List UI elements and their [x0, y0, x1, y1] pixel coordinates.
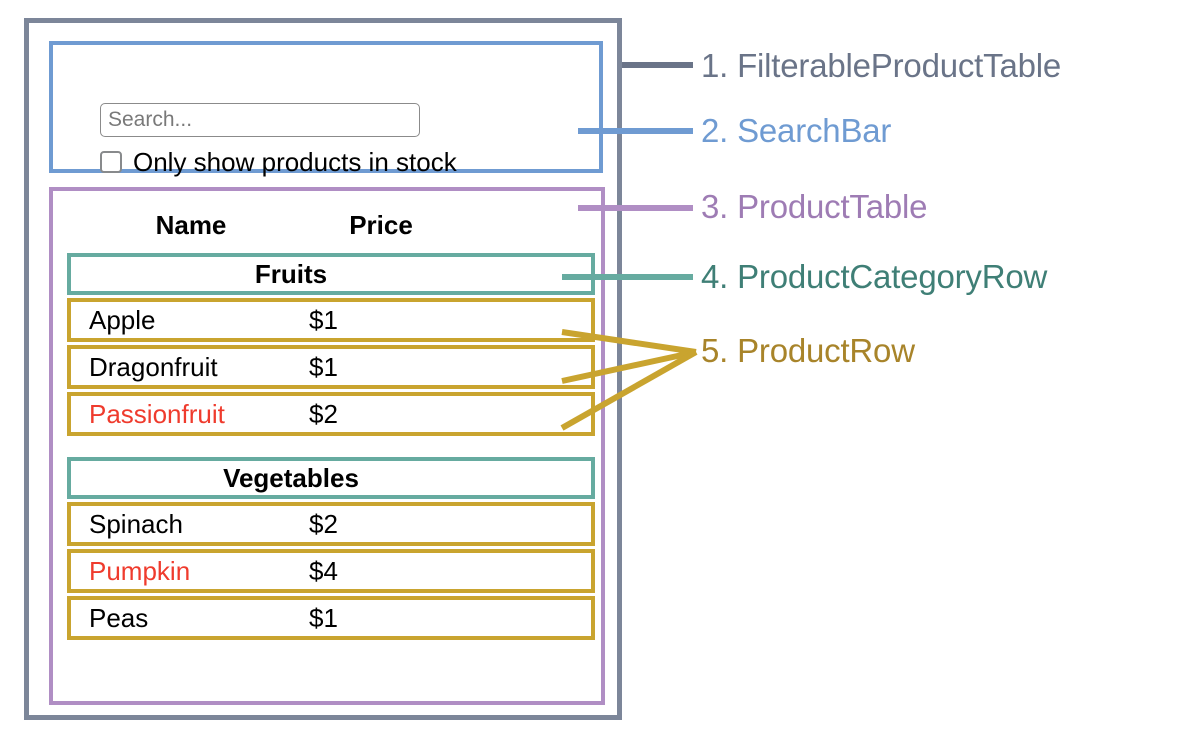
only-in-stock-checkbox-label: Only show products in stock: [133, 147, 457, 177]
product-price: $2: [309, 509, 338, 539]
column-header-name: Name: [155, 210, 227, 240]
annotation-label-product-row: 5. ProductRow: [701, 332, 915, 369]
product-price: $1: [309, 305, 338, 335]
product-name: Spinach: [89, 509, 183, 539]
search-bar: Only show products in stock: [49, 41, 603, 175]
product-category-row: Vegetables: [67, 457, 595, 499]
column-header-price: Price: [349, 210, 413, 240]
only-in-stock-checkbox[interactable]: [100, 151, 122, 173]
product-table: Name Price Fruits Apple $1 Dragonfruit $…: [49, 187, 605, 705]
annotation-label-filterable-product-table: 1. FilterableProductTable: [701, 47, 1062, 84]
product-category-row: Fruits: [67, 253, 595, 295]
product-name: Passionfruit: [89, 399, 225, 429]
product-name: Dragonfruit: [89, 352, 218, 382]
product-table-header-row: Name Price: [53, 205, 601, 245]
product-price: $2: [309, 399, 338, 429]
product-table-body: Fruits Apple $1 Dragonfruit $1 Passionfr…: [67, 253, 595, 643]
filterable-product-table-frame: Only show products in stock Name Price F…: [24, 18, 622, 720]
product-category-label: Vegetables: [223, 463, 359, 493]
product-row[interactable]: Pumpkin $4: [67, 549, 595, 593]
product-row[interactable]: Peas $1: [67, 596, 595, 640]
product-price: $1: [309, 603, 338, 633]
product-price: $4: [309, 556, 338, 586]
annotation-label-search-bar: 2. SearchBar: [701, 112, 892, 149]
product-name: Peas: [89, 603, 149, 633]
product-row[interactable]: Apple $1: [67, 298, 595, 342]
product-row[interactable]: Spinach $2: [67, 502, 595, 546]
group-spacer: [67, 439, 595, 457]
product-price: $1: [309, 352, 338, 382]
in-stock-filter-row[interactable]: Only show products in stock: [100, 149, 457, 175]
annotation-label-product-category-row: 4. ProductCategoryRow: [701, 258, 1048, 295]
product-category-label: Fruits: [254, 259, 328, 289]
product-name: Pumpkin: [89, 556, 191, 586]
product-row[interactable]: Dragonfruit $1: [67, 345, 595, 389]
product-row[interactable]: Passionfruit $2: [67, 392, 595, 436]
annotation-label-product-table: 3. ProductTable: [701, 188, 928, 225]
product-name: Apple: [89, 305, 156, 335]
search-input[interactable]: [100, 103, 420, 137]
